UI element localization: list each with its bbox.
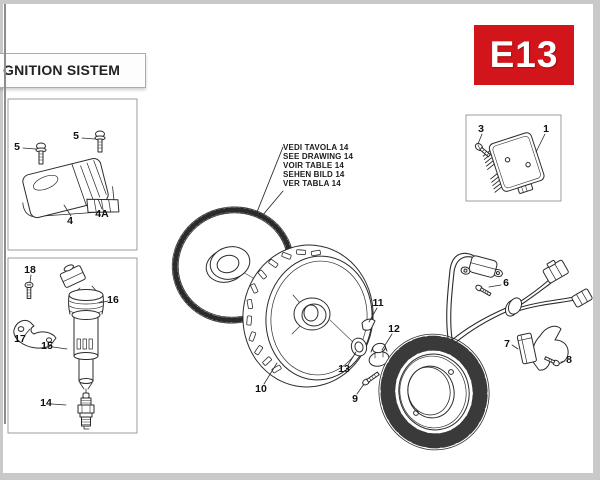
spark-plug-drawing	[77, 392, 95, 430]
coil-bracket-drawing	[13, 319, 57, 349]
regulator-screw-drawing	[474, 143, 491, 158]
page-title-text: GNITION SISTEM	[3, 62, 121, 78]
sensor-screw-drawing	[475, 284, 492, 297]
section-code-badge: E13	[474, 25, 574, 85]
flywheel-drawing	[242, 244, 374, 388]
coil-body-drawing	[73, 316, 99, 394]
ecu-box	[7, 98, 138, 251]
section-code-text: E13	[489, 34, 559, 75]
connector-2-drawing	[571, 288, 593, 308]
coil-connector-drawing	[59, 264, 86, 288]
flywheel-bolt-drawing	[362, 371, 380, 386]
ecu-bolt-right-drawing	[94, 130, 106, 153]
note-line: VOIR TABLE 14	[283, 161, 344, 170]
ignition-coil-drawing	[13, 264, 104, 430]
pickup-sensor-drawing	[460, 255, 503, 278]
coil-cap-drawing	[68, 289, 104, 320]
note-line: VER TABLA 14	[283, 179, 341, 188]
ecu-drawing	[22, 130, 120, 219]
regulator-drawing	[474, 132, 545, 194]
connector-1-drawing	[542, 259, 569, 284]
flywheel-rim-slots	[246, 249, 321, 374]
rubber-block-drawing	[516, 332, 537, 365]
stator-drawing	[378, 333, 490, 451]
cable-guide-drawing	[531, 325, 569, 371]
page-title: GNITION SISTEM	[0, 53, 146, 88]
harness-grommet-drawing	[504, 297, 523, 317]
hub-axis-line	[329, 319, 357, 346]
label-leader-lines	[22, 133, 566, 406]
wiring-harness-drawing	[446, 252, 576, 344]
woodruff-key-drawing	[361, 318, 376, 331]
regulator-box	[465, 114, 562, 202]
note-leader-lines	[256, 146, 284, 217]
nut-drawing	[368, 342, 390, 367]
washer-drawing	[350, 337, 368, 357]
note-line: VEDI TAVOLA 14	[283, 143, 349, 152]
coil-screw-drawing	[24, 281, 34, 299]
guide-screw-drawing	[544, 356, 560, 367]
ecu-bolt-left-drawing	[35, 142, 47, 165]
note-line: SEE DRAWING 14	[283, 152, 354, 161]
note-line: SEHEN BILD 14	[283, 170, 345, 179]
page-edge-line	[4, 4, 6, 424]
coil-box	[7, 257, 138, 434]
